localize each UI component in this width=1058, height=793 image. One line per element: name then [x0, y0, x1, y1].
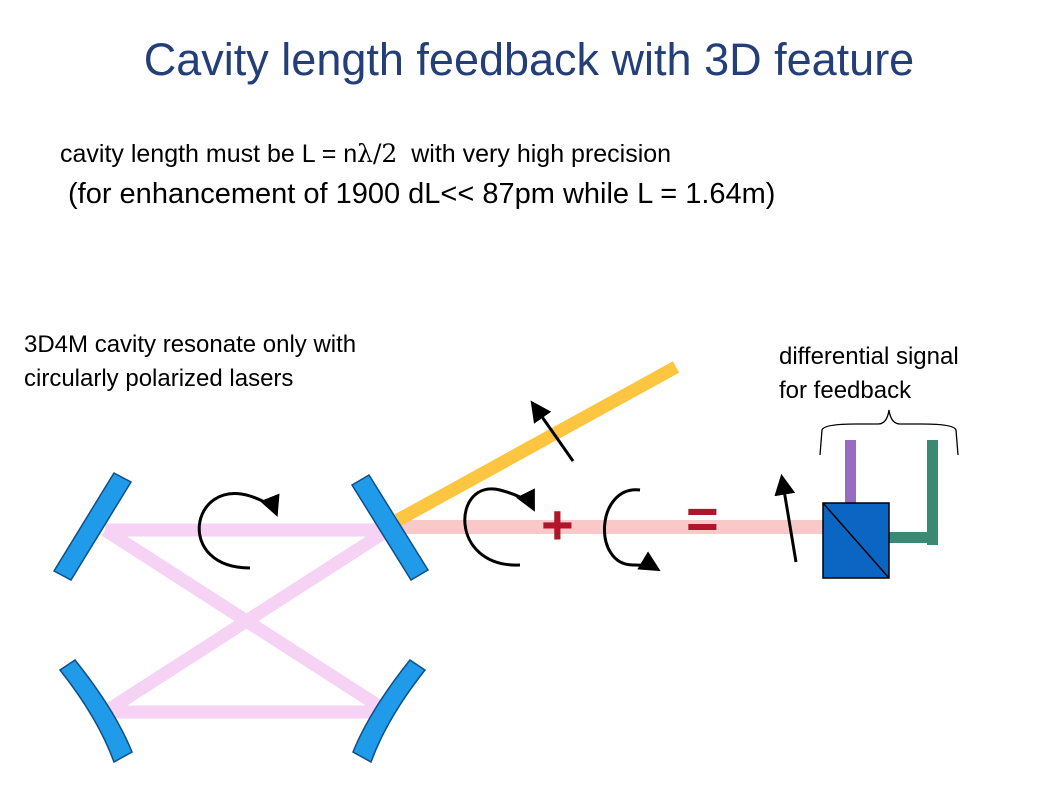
feedback-note-line-2: for feedback: [779, 377, 912, 404]
detector-arm-green-horizontal: [888, 532, 933, 543]
beam-splitter: [822, 502, 890, 579]
plus-operator: +: [541, 493, 574, 556]
right-circular-arrow: [463, 487, 535, 567]
mirror-top-left: [52, 472, 133, 581]
requirement-prefix: cavity length must be L = n: [60, 140, 358, 168]
equals-operator: =: [686, 487, 719, 550]
linear-polarization-arrow-output: [774, 473, 798, 563]
cavity-beams: [101, 523, 392, 719]
cavity-note-line-1: 3D4M cavity resonate only with: [24, 331, 357, 358]
precision-requirement-text: cavity length must be L = nλ/2 with very…: [60, 139, 671, 169]
mirror-bottom-right: [352, 658, 427, 764]
cavity-note-line-2: circularly polarized lasers: [24, 365, 294, 392]
feedback-signal-note: differential signal for feedback: [779, 340, 1049, 408]
feedback-brace: [819, 409, 959, 456]
lambda-half-symbol: λ/2: [357, 139, 398, 168]
detector-arm-green-vertical: [927, 440, 938, 545]
cavity-beam-cross-2: [101, 524, 392, 718]
slide-title: Cavity length feedback with 3D feature: [143, 34, 915, 85]
mirror-top-right: [350, 473, 430, 582]
polarization-arrows: [197, 400, 798, 572]
requirement-suffix: with very high precision: [411, 140, 672, 168]
left-circular-arrow: [603, 488, 661, 572]
mirrors: [52, 472, 430, 764]
reflected-beam: [394, 361, 680, 526]
cavity-polarization-arrow: [197, 492, 280, 570]
detector-arm-purple: [845, 440, 856, 504]
feedback-note-line-1: differential signal: [779, 343, 959, 370]
linear-polarization-arrow-reflected: [530, 400, 575, 462]
mirror-bottom-left: [58, 658, 133, 764]
cavity-resonance-note: 3D4M cavity resonate only with circularl…: [24, 328, 494, 396]
enhancement-condition-text: (for enhancement of 1900 dL<< 87pm while…: [68, 178, 776, 210]
